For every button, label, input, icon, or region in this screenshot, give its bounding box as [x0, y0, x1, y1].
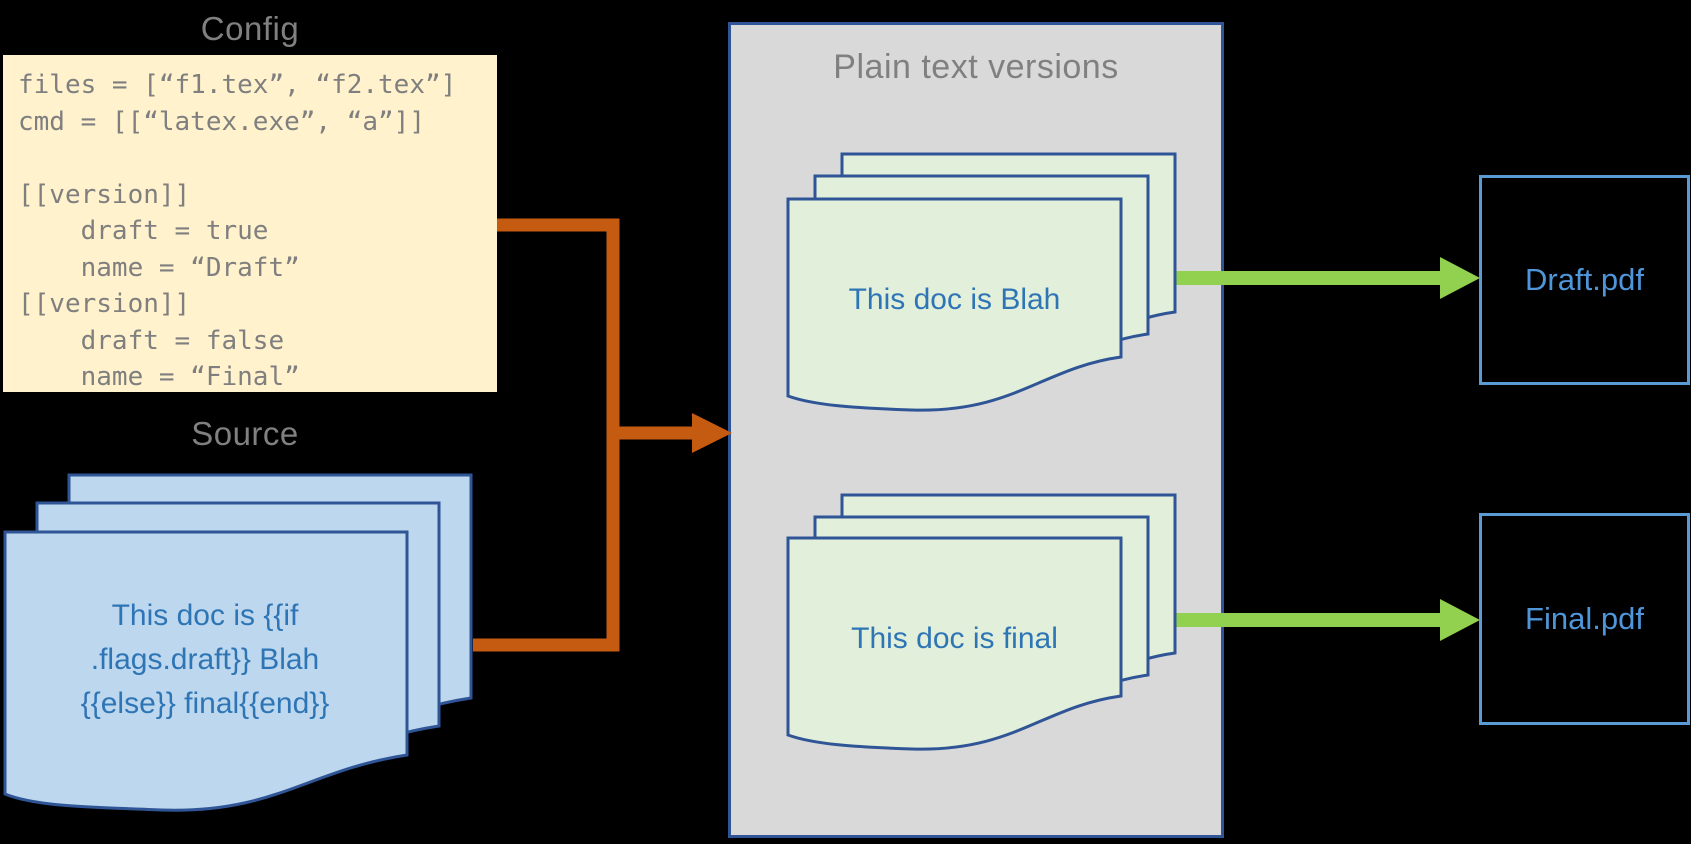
final-to-pdf-arrow [1147, 599, 1480, 641]
plain-text-versions-title: Plain text versions [833, 48, 1119, 86]
final-version-doc-front [786, 536, 1123, 751]
source-doc-front [3, 530, 409, 812]
final-pdf-box: Final.pdf [1479, 513, 1690, 725]
config-source-merge-arrow [473, 218, 732, 652]
draft-to-pdf-arrow [1147, 257, 1480, 299]
source-section-title: Source [191, 415, 299, 452]
draft-pdf-label: Draft.pdf [1525, 262, 1644, 297]
draft-pdf-box: Draft.pdf [1479, 175, 1690, 385]
green-arrowhead-icon [1440, 257, 1480, 299]
orange-arrowhead-icon [692, 413, 732, 453]
config-code-box: files = [“f1.tex”, “f2.tex”] cmd = [[“la… [3, 55, 497, 392]
source-doc-template-text: This doc is {{if .flags.draft}} Blah {{e… [80, 599, 330, 720]
draft-version-doc-text: This doc is Blah [848, 283, 1061, 316]
final-version-doc-text: This doc is final [851, 622, 1058, 655]
config-section-title: Config [200, 10, 300, 47]
green-arrowhead-icon [1440, 599, 1480, 641]
final-pdf-label: Final.pdf [1525, 601, 1644, 636]
draft-version-doc-front [786, 197, 1123, 412]
config-code-text: files = [“f1.tex”, “f2.tex”] cmd = [[“la… [18, 70, 457, 392]
